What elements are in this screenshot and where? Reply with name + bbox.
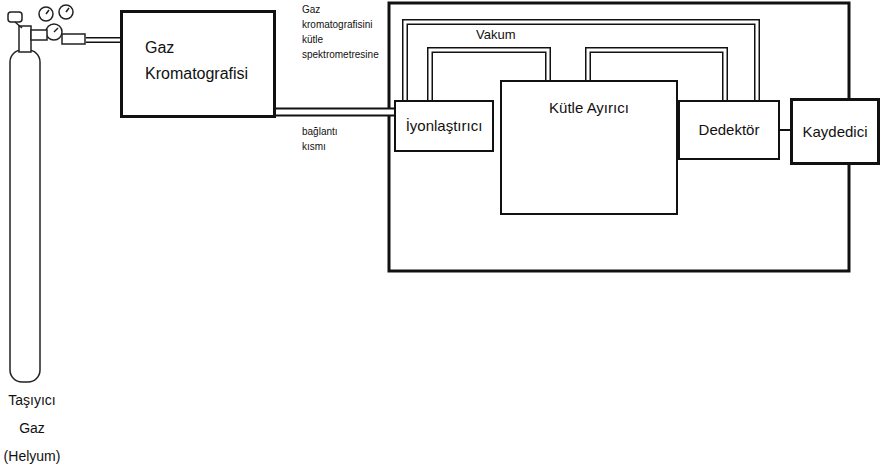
cylinder-body	[10, 50, 40, 382]
pressure-gauge	[39, 7, 53, 21]
cylinder-neck	[19, 26, 31, 52]
gas-cylinder-node: Taşıyıcı Gaz (Helyum)	[0, 0, 86, 470]
connector	[86, 40, 120, 41]
connector-pipe-inner	[86, 39, 120, 42]
connector-line	[86, 37, 120, 43]
connector	[276, 112, 394, 113]
regulator-body	[31, 30, 47, 40]
connection-label: bağlantı kısmı	[300, 124, 364, 154]
connector-pipe	[276, 108, 394, 117]
gauge-needle	[46, 10, 49, 14]
node-label: Kaydedici	[802, 122, 867, 142]
regulator-gauge	[46, 24, 62, 40]
outlet-fitting	[62, 34, 85, 44]
connector-pipe-inner	[276, 110, 394, 115]
gauge-needle	[66, 8, 69, 12]
node-label: Dedektör	[699, 120, 760, 140]
handle-stem	[15, 22, 22, 28]
vacuum-label: Vakum	[474, 27, 518, 42]
pressure-gauge	[59, 5, 73, 19]
ionizer-box: İyonlaştırıcı	[394, 100, 494, 152]
recorder-box: Kaydedici	[790, 98, 880, 165]
chromatograph-box: Gaz Kromatografisi	[120, 10, 276, 118]
mass-spectrometer-housing	[389, 3, 849, 271]
gauge-needle	[54, 28, 58, 32]
node-label: Taşıyıcı Gaz (Helyum)	[0, 386, 64, 470]
mass-analyzer-box: Kütle Ayırıcı	[500, 80, 678, 215]
node-label: Gaz Kromatografisi	[145, 35, 263, 86]
node-label: Kütle Ayırıcı	[549, 98, 629, 118]
connector-line	[780, 129, 790, 131]
detector-box: Dedektör	[678, 100, 780, 160]
connection-label: Gaz kromatografisini kütle spektrometres…	[300, 2, 386, 62]
gas-cylinder	[8, 5, 85, 382]
cylinder-handle	[8, 12, 22, 22]
node-label: İyonlaştırıcı	[406, 116, 483, 136]
connector	[780, 130, 790, 131]
